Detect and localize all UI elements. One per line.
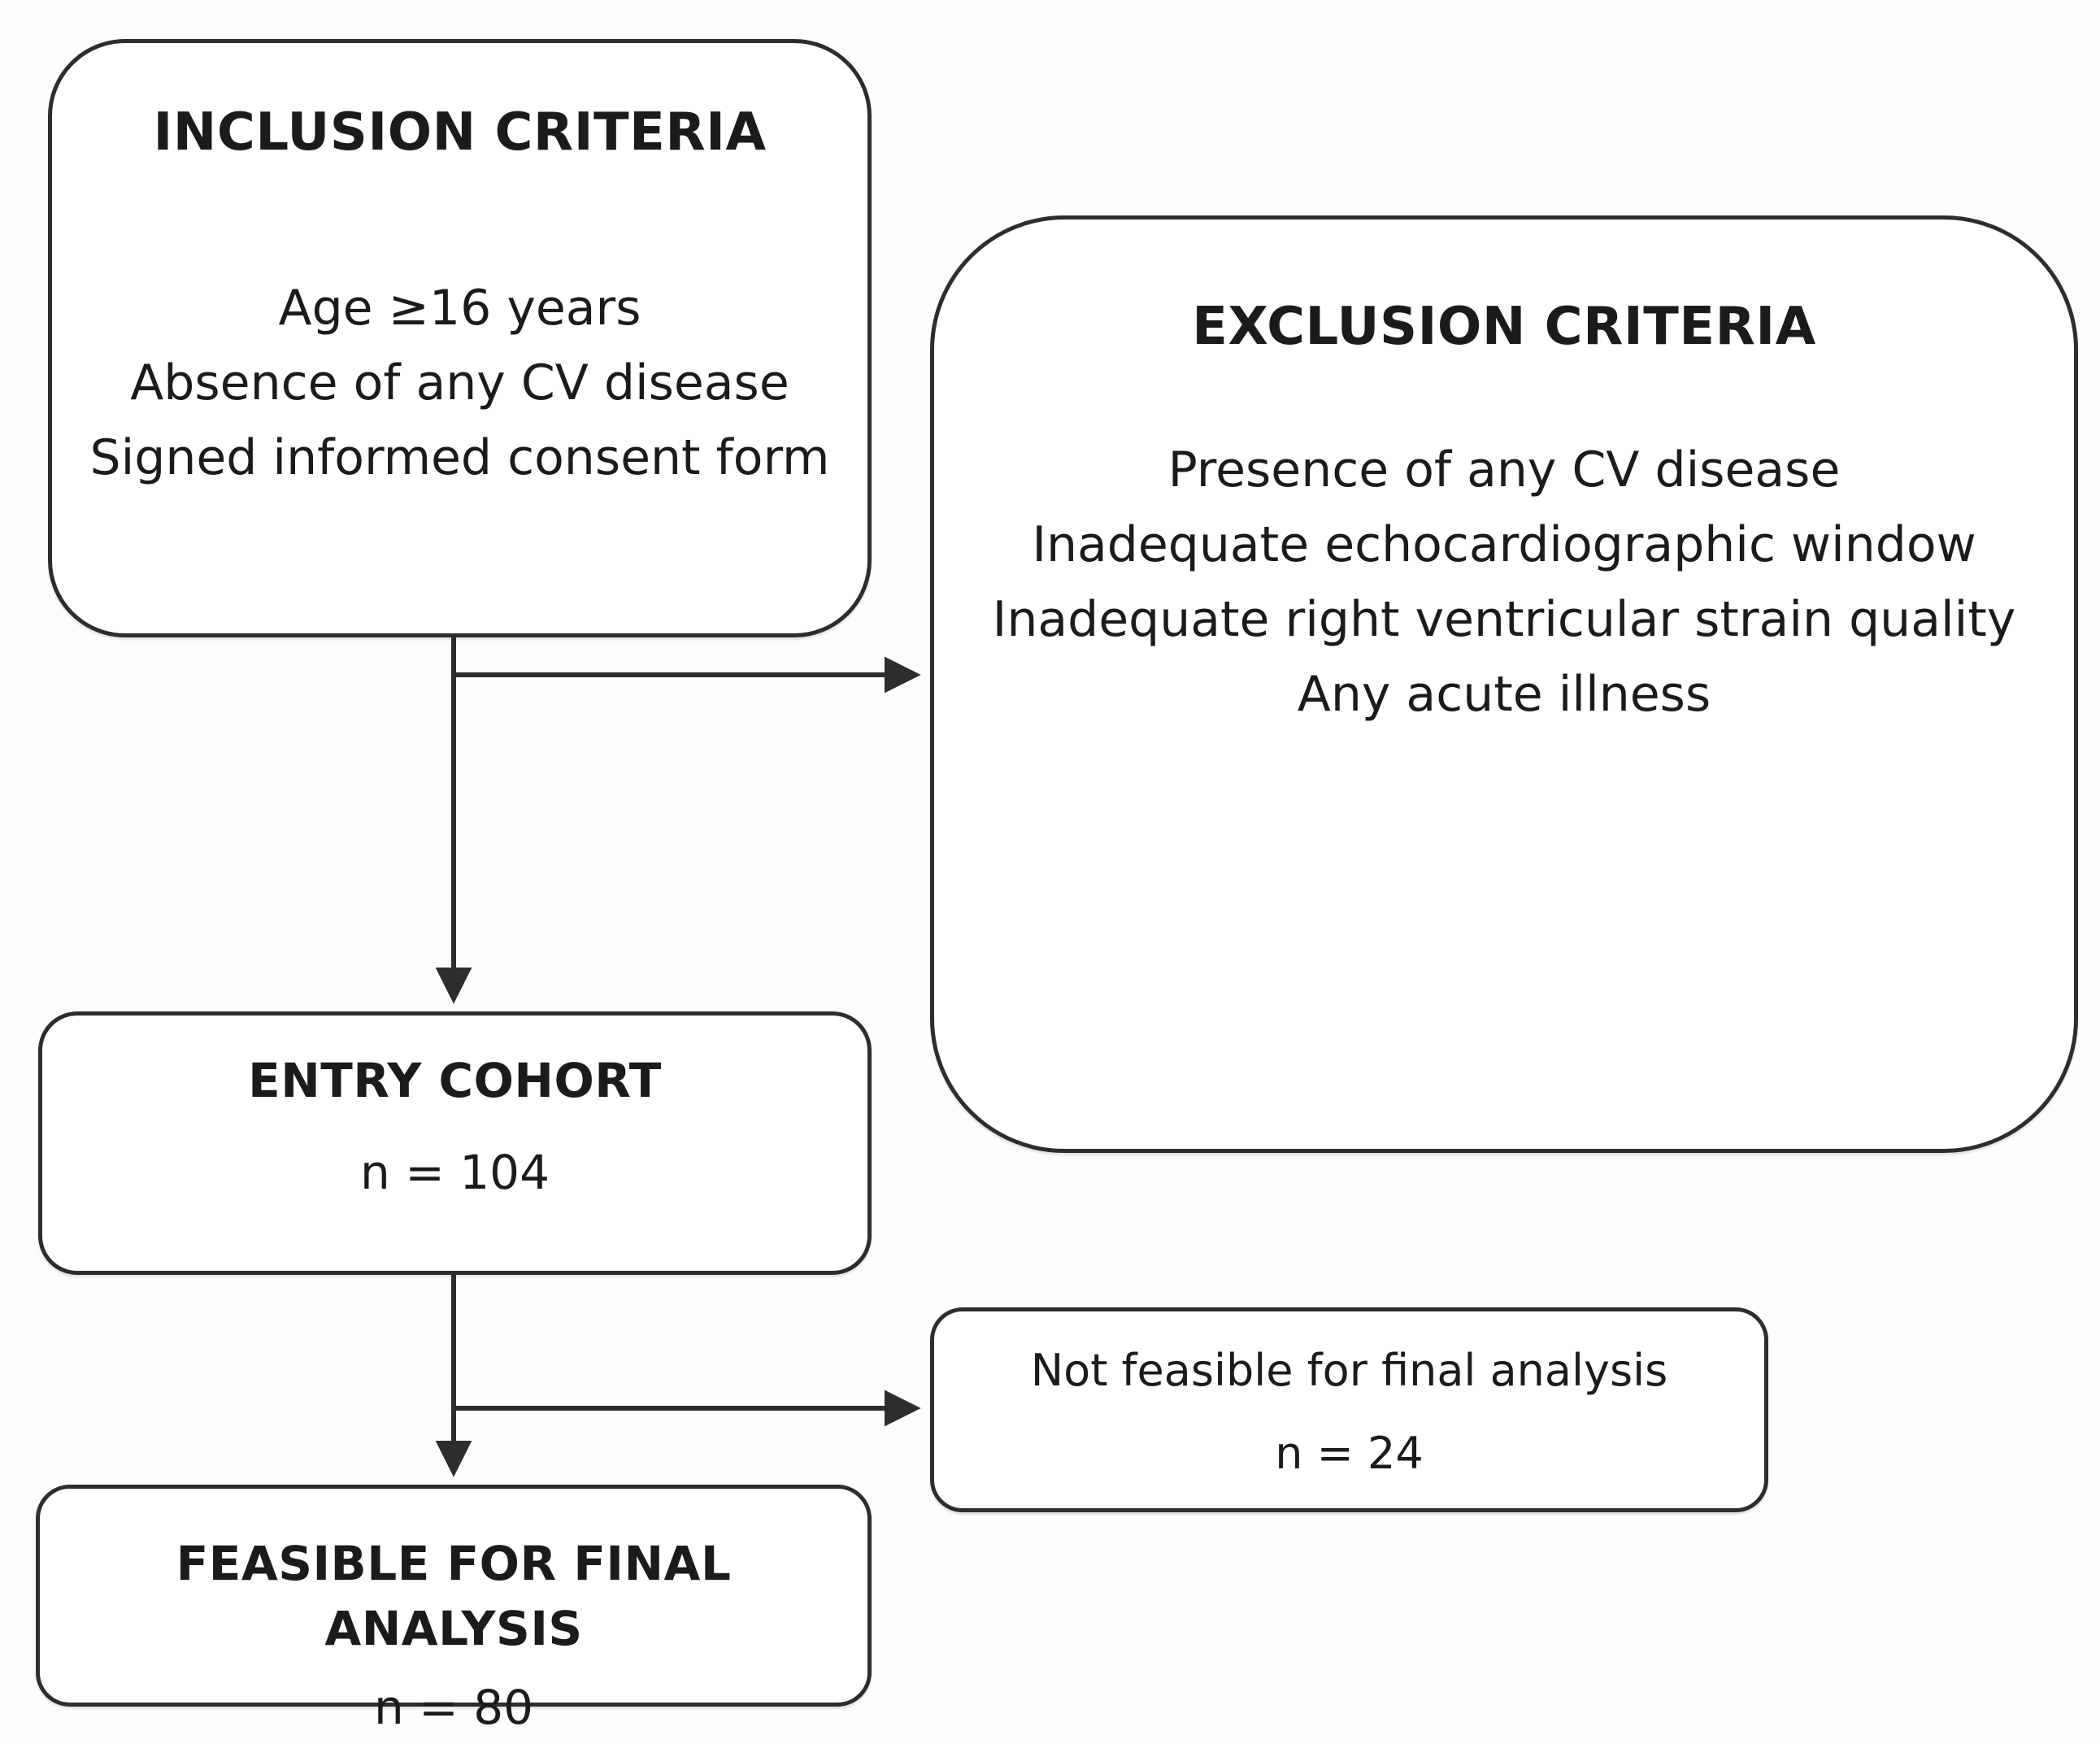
inclusion-criterion-age: Age ≥16 years: [278, 280, 641, 337]
feasible-box: FEASIBLE FOR FINAL ANALYSIS n = 80: [36, 1485, 872, 1735]
inclusion-criteria-list: Age ≥16 years Absence of any CV disease …: [68, 271, 851, 495]
exclusion-criterion-rv-strain: Inadequate right ventricular strain qual…: [992, 591, 2016, 648]
feasible-count: n = 80: [373, 1680, 534, 1735]
not-feasible-box: Not feasible for final analysis n = 24: [930, 1307, 1768, 1512]
exclusion-criteria-list: Presence of any CV disease Inadequate ec…: [963, 433, 2045, 732]
entry-cohort-box: ENTRY COHORT n = 104: [38, 1011, 872, 1275]
exclusion-criterion-cv-disease: Presence of any CV disease: [1167, 441, 1841, 498]
inclusion-criteria-title: INCLUSION CRITERIA: [153, 102, 767, 163]
entry-cohort-count: n = 104: [360, 1145, 550, 1200]
feasible-title: FEASIBLE FOR FINAL ANALYSIS: [176, 1536, 732, 1656]
entry-cohort-title: ENTRY COHORT: [248, 1053, 662, 1108]
inclusion-criteria-box: INCLUSION CRITERIA Age ≥16 years Absence…: [48, 39, 872, 637]
exclusion-criterion-acute-illness: Any acute illness: [1297, 666, 1711, 723]
not-feasible-label: Not feasible for final analysis: [1030, 1345, 1668, 1396]
inclusion-criterion-no-cv-disease: Absence of any CV disease: [130, 354, 789, 411]
flow-arrows: [435, 637, 921, 1477]
inclusion-criterion-consent: Signed informed consent form: [89, 429, 830, 486]
not-feasible-count: n = 24: [1275, 1428, 1424, 1479]
exclusion-criteria-title: EXCLUSION CRITERIA: [1192, 297, 1816, 357]
exclusion-criterion-echo-window: Inadequate echocardiographic window: [1032, 516, 1976, 573]
exclusion-criteria-box: EXCLUSION CRITERIA Presence of any CV di…: [930, 215, 2078, 1153]
